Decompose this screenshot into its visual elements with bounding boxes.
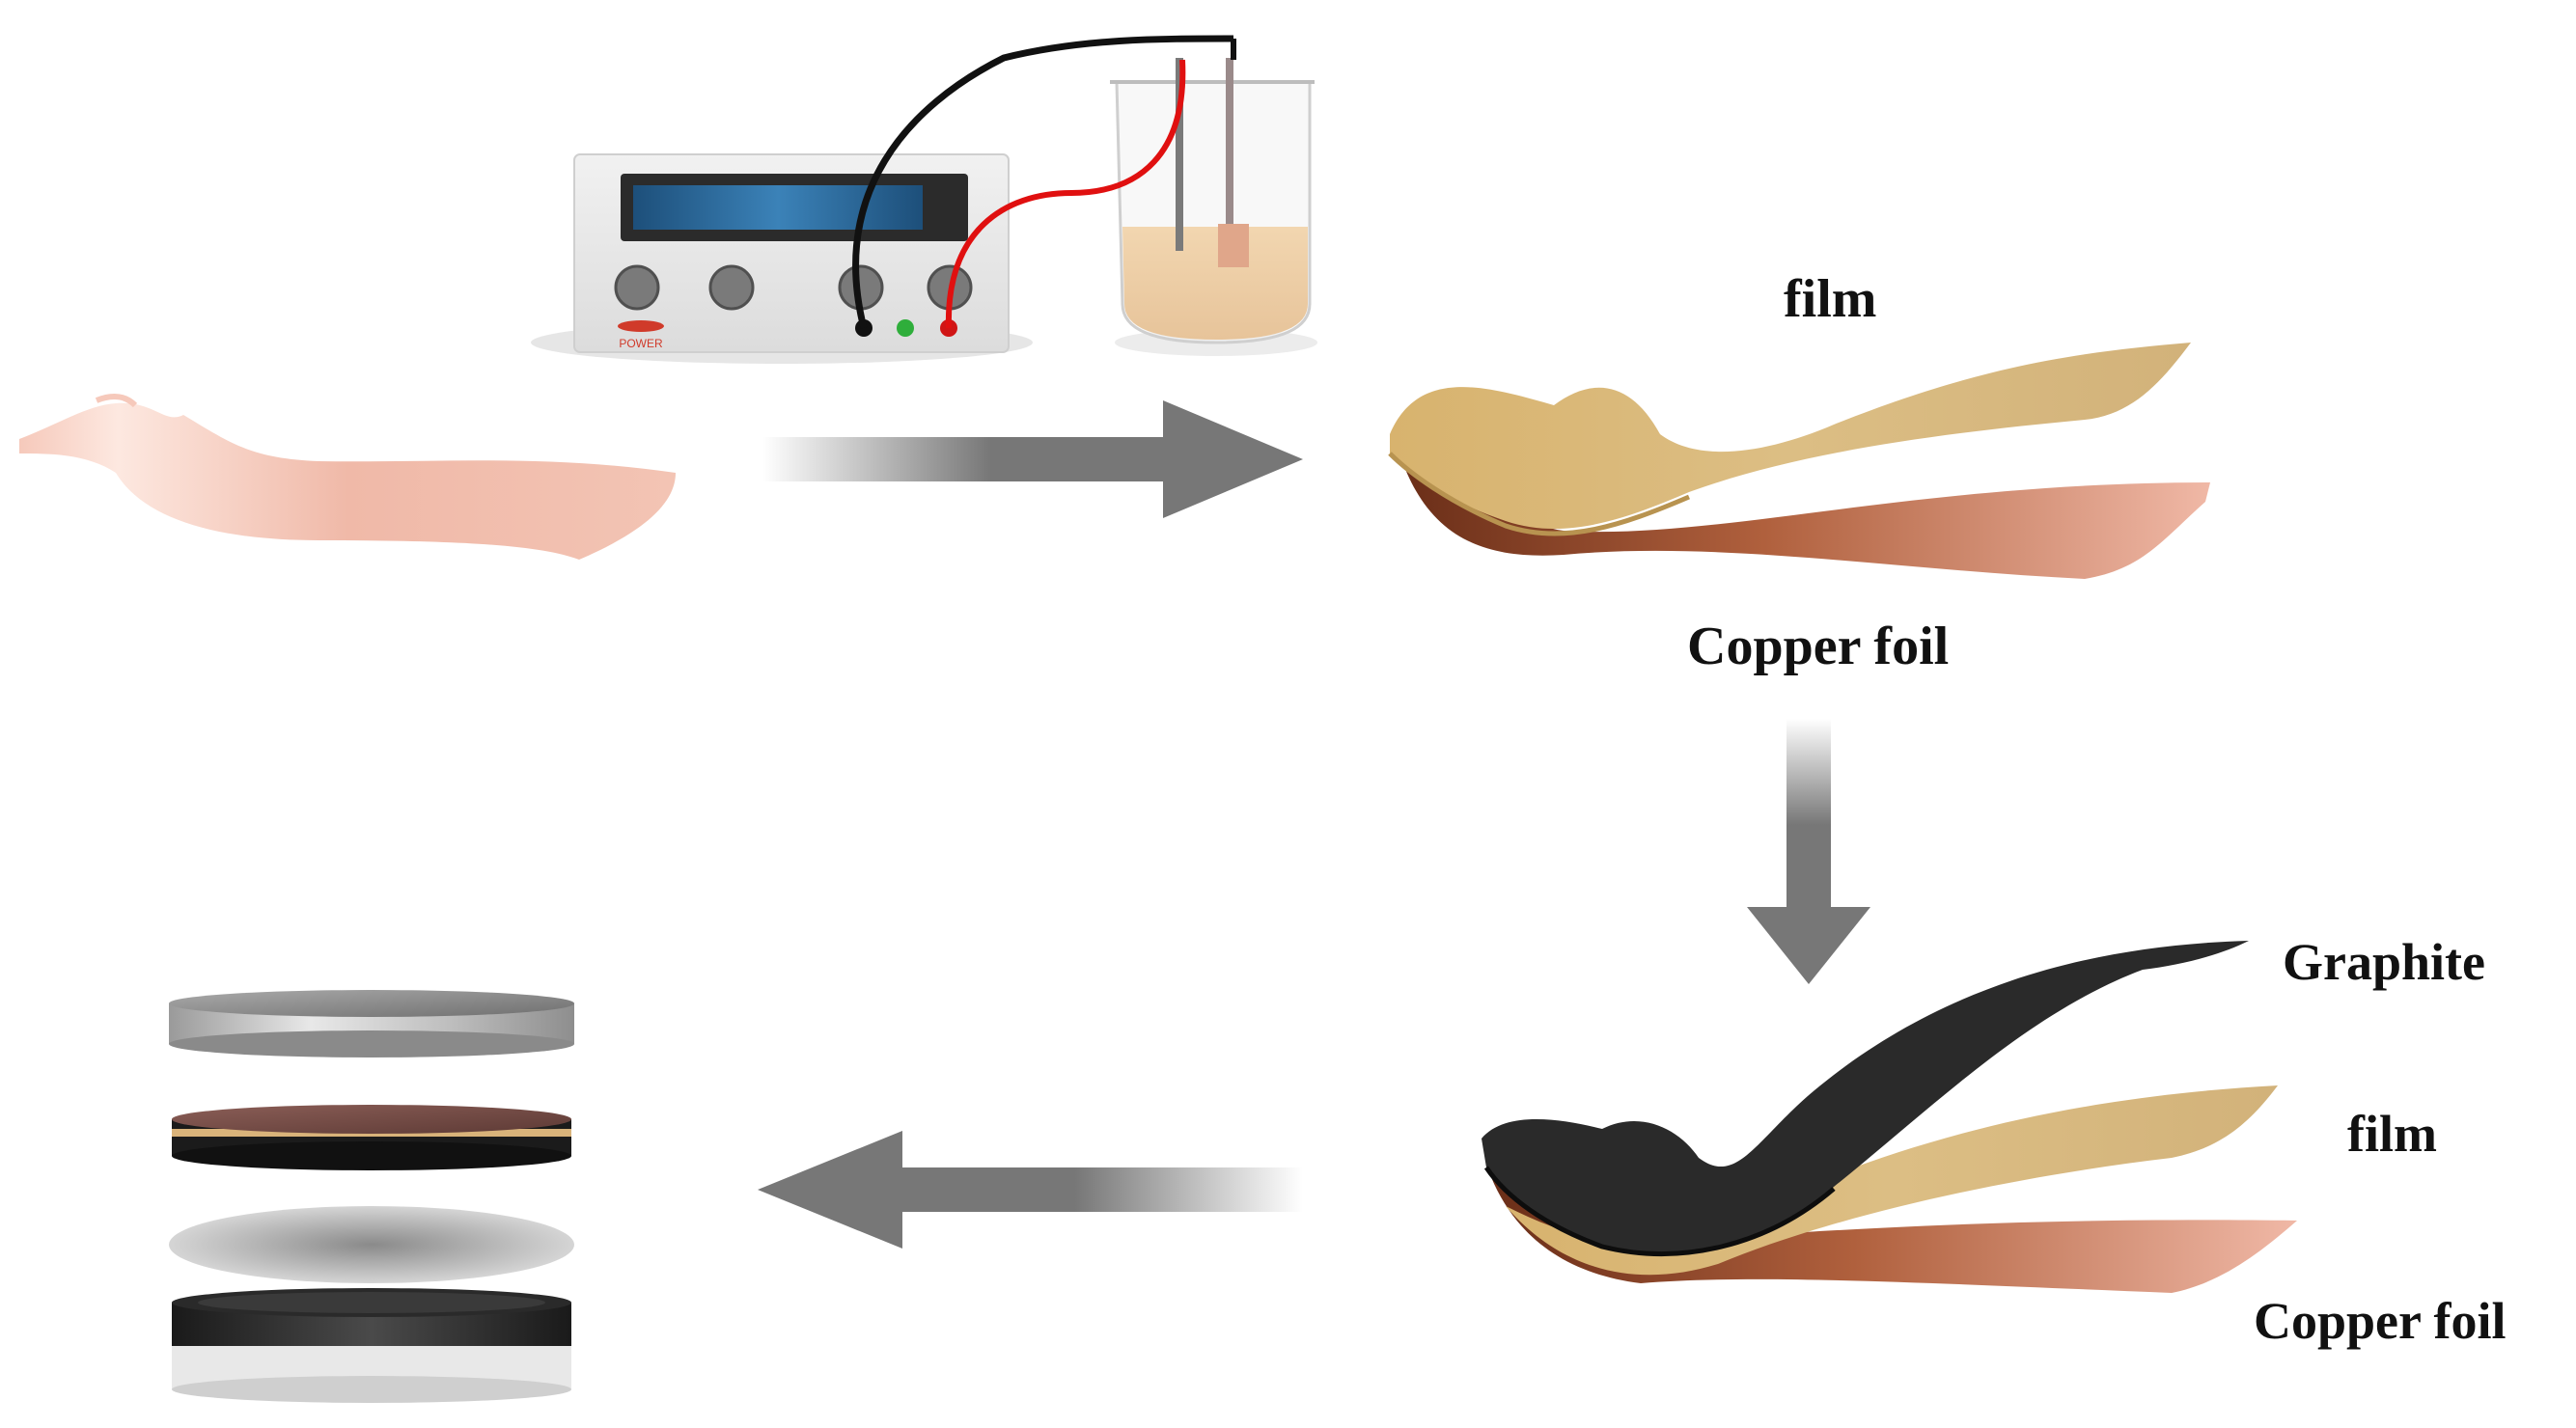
cell-electrode [172,1105,571,1170]
arrow-down[interactable] [1747,719,1870,984]
label-copper-foil-top: Copper foil [1687,617,1950,676]
arrow-left[interactable] [758,1131,1303,1249]
black-wire [852,35,1234,329]
cell-case-bottom [172,1288,571,1403]
label-film-top: film [1784,269,1877,329]
label-film-bottom: film [2347,1105,2437,1163]
copper-sample [1218,224,1249,267]
arrow-right[interactable] [762,400,1303,518]
psu-knobs [614,264,973,311]
beaker [1110,58,1317,356]
green-terminal [897,319,914,337]
psu-display [633,185,923,230]
copper-foil-input [19,394,676,560]
red-wire [945,59,1186,329]
electrode-right [1226,58,1233,232]
film-copper-stack [1388,343,2210,579]
cell-cap-top [169,990,574,1057]
cell-separator [169,1206,574,1283]
power-label: POWER [619,337,663,350]
power-button [618,320,664,332]
coin-cell [169,990,574,1403]
label-graphite: Graphite [2283,933,2485,991]
power-supply: POWER [531,153,1033,364]
electrode-left [1176,58,1183,251]
graphite-film-copper-stack [1482,941,2297,1293]
label-copper-foil-bottom: Copper foil [2254,1292,2507,1350]
electrolyte [1122,227,1308,340]
